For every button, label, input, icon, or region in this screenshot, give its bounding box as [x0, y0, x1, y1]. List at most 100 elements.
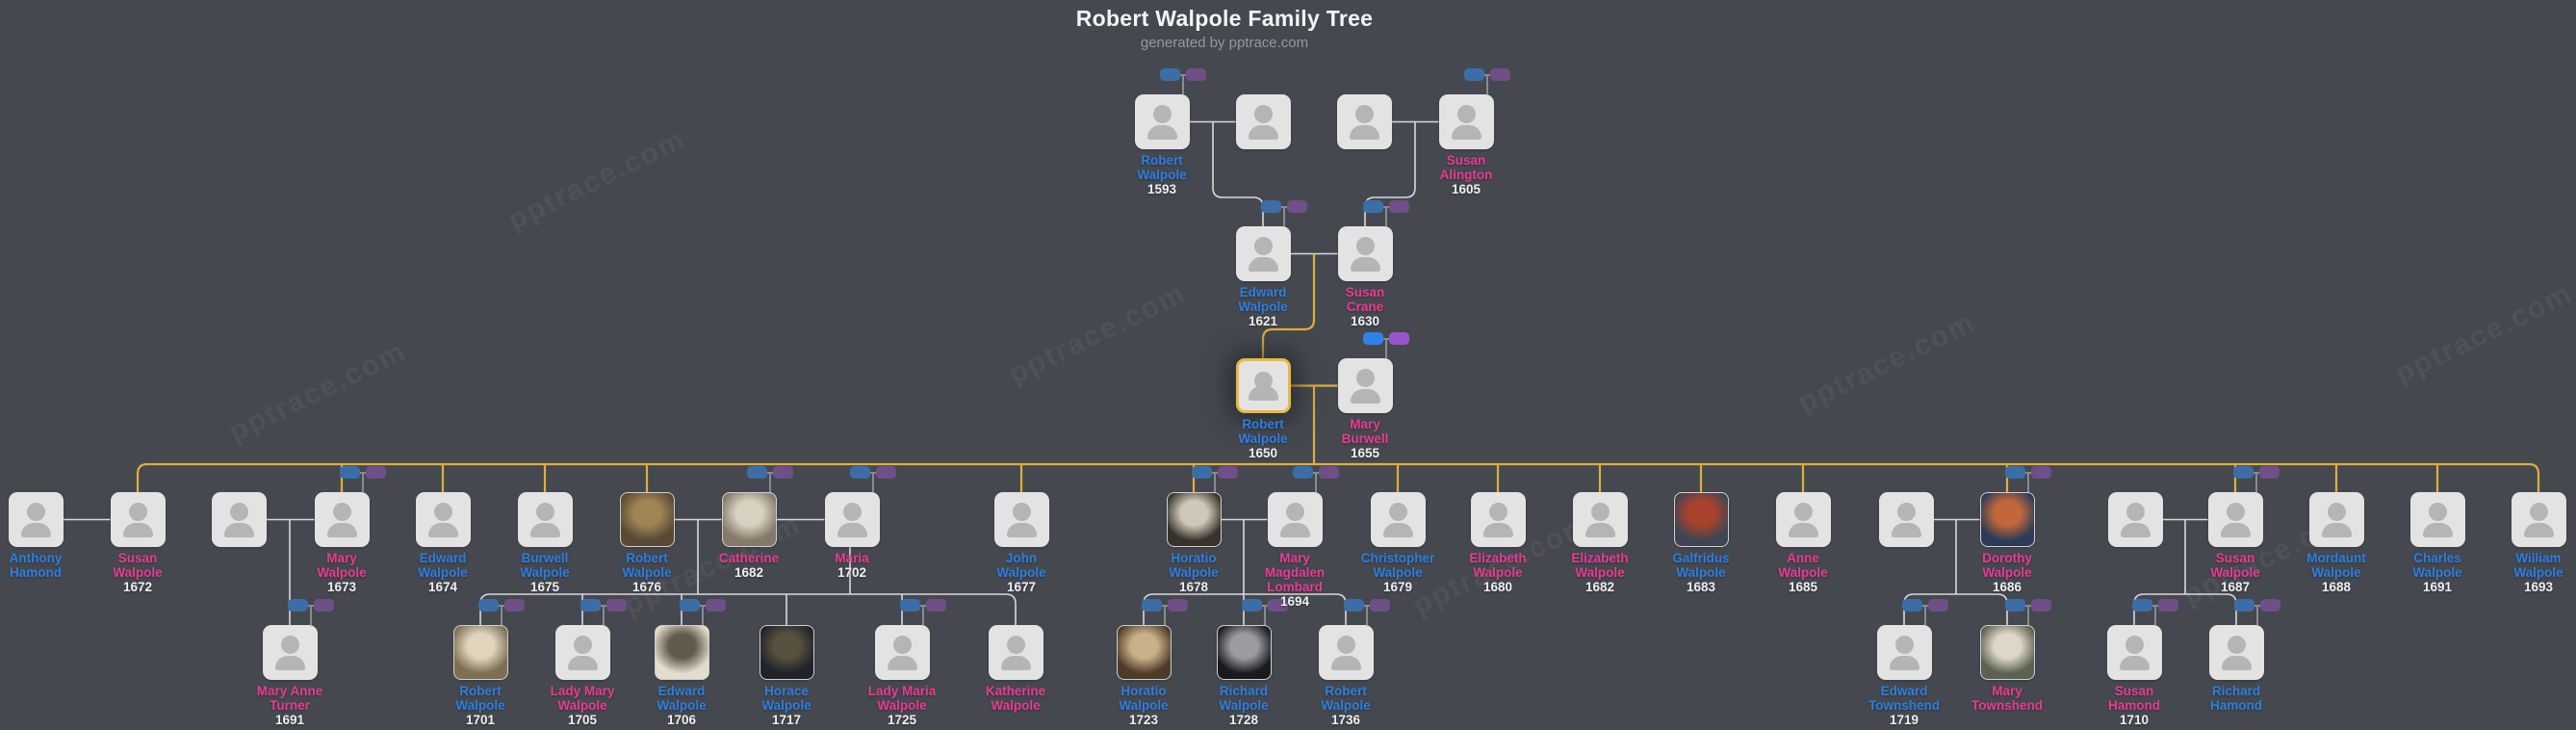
mother-pill-icon[interactable] [773, 466, 793, 479]
parents-toggle[interactable] [747, 466, 795, 492]
father-pill-icon[interactable] [2132, 599, 2152, 612]
person-card-unnamed-spouse-5[interactable] [2107, 492, 2163, 547]
person-card-unnamed-spouse-3[interactable] [211, 492, 267, 547]
person-card-maria[interactable] [824, 492, 880, 547]
person-card-edward-walpole-1621[interactable] [1235, 226, 1291, 281]
parents-toggle[interactable] [2005, 466, 2053, 492]
mother-pill-icon[interactable] [1370, 599, 1390, 612]
mother-pill-icon[interactable] [1168, 599, 1188, 612]
person-card-unnamed-spouse-1[interactable] [1235, 94, 1291, 149]
father-pill-icon[interactable] [1344, 599, 1364, 612]
person-card-lady-mary-walpole[interactable] [554, 625, 610, 680]
person-card-unnamed-spouse-2[interactable] [1336, 94, 1392, 149]
father-pill-icon[interactable] [1242, 599, 1262, 612]
parents-toggle[interactable] [478, 599, 527, 625]
person-card-horatio-walpole-1678[interactable] [1166, 492, 1222, 547]
person-card-galfridus-walpole-1683[interactable] [1673, 492, 1729, 547]
parents-toggle[interactable] [1160, 68, 1208, 94]
person-card-susan-crane[interactable] [1337, 226, 1393, 281]
person-card-susan-walpole-1687[interactable] [2207, 492, 2263, 547]
mother-pill-icon[interactable] [2158, 599, 2178, 612]
person-card-mary-townshend[interactable] [1979, 625, 2035, 680]
mother-pill-icon[interactable] [1389, 332, 1409, 345]
mother-pill-icon[interactable] [706, 599, 726, 612]
mother-pill-icon[interactable] [2260, 599, 2280, 612]
parents-toggle[interactable] [1363, 200, 1411, 226]
parents-toggle[interactable] [1192, 466, 1240, 492]
person-card-robert-walpole-1650[interactable] [1235, 358, 1291, 413]
mother-pill-icon[interactable] [2259, 466, 2280, 479]
person-card-mary-magdalen-lombard[interactable] [1267, 492, 1323, 547]
parents-toggle[interactable] [2005, 599, 2053, 625]
father-pill-icon[interactable] [900, 599, 920, 612]
father-pill-icon[interactable] [1363, 332, 1383, 345]
parents-toggle[interactable] [2234, 599, 2282, 625]
father-pill-icon[interactable] [2234, 599, 2254, 612]
parents-toggle[interactable] [1363, 332, 1411, 358]
person-card-mordaunt-walpole-1688[interactable] [2308, 492, 2364, 547]
parents-toggle[interactable] [850, 466, 898, 492]
person-card-robert-walpole-1593[interactable] [1134, 94, 1190, 149]
person-card-burwell-walpole-1675[interactable] [517, 492, 573, 547]
person-card-anne-walpole-1685[interactable] [1775, 492, 1831, 547]
person-card-edward-walpole-1674[interactable] [415, 492, 471, 547]
mother-pill-icon[interactable] [1928, 599, 1948, 612]
parents-toggle[interactable] [900, 599, 948, 625]
person-card-edward-townshend[interactable] [1876, 625, 1932, 680]
parents-toggle[interactable] [580, 599, 629, 625]
person-card-susan-alington[interactable] [1438, 94, 1494, 149]
mother-pill-icon[interactable] [1186, 68, 1206, 81]
parents-toggle[interactable] [2132, 599, 2180, 625]
father-pill-icon[interactable] [580, 599, 601, 612]
parents-toggle[interactable] [340, 466, 388, 492]
mother-pill-icon[interactable] [1218, 466, 1238, 479]
parents-toggle[interactable] [1464, 68, 1512, 94]
person-card-elizabeth-walpole-1680[interactable] [1470, 492, 1526, 547]
parents-toggle[interactable] [1293, 466, 1341, 492]
person-card-lady-maria-walpole[interactable] [874, 625, 930, 680]
father-pill-icon[interactable] [340, 466, 360, 479]
person-card-christopher-walpole-1679[interactable] [1370, 492, 1426, 547]
parents-toggle[interactable] [1261, 200, 1309, 226]
mother-pill-icon[interactable] [2031, 599, 2051, 612]
mother-pill-icon[interactable] [1490, 68, 1510, 81]
father-pill-icon[interactable] [680, 599, 700, 612]
person-card-catherine[interactable] [721, 492, 777, 547]
mother-pill-icon[interactable] [606, 599, 627, 612]
father-pill-icon[interactable] [1902, 599, 1922, 612]
father-pill-icon[interactable] [747, 466, 767, 479]
parents-toggle[interactable] [288, 599, 336, 625]
person-card-robert-walpole-1701[interactable] [452, 625, 508, 680]
father-pill-icon[interactable] [1363, 200, 1383, 213]
father-pill-icon[interactable] [1160, 68, 1180, 81]
person-card-richard-hamond[interactable] [2208, 625, 2264, 680]
person-card-susan-hamond[interactable] [2106, 625, 2162, 680]
father-pill-icon[interactable] [1261, 200, 1281, 213]
person-card-william-walpole-1693[interactable] [2511, 492, 2566, 547]
parents-toggle[interactable] [2233, 466, 2281, 492]
mother-pill-icon[interactable] [876, 466, 896, 479]
mother-pill-icon[interactable] [314, 599, 334, 612]
mother-pill-icon[interactable] [1268, 599, 1288, 612]
person-card-dorothy-walpole-1686[interactable] [1979, 492, 2035, 547]
father-pill-icon[interactable] [2233, 466, 2254, 479]
person-card-robert-walpole-1676[interactable] [619, 492, 675, 547]
person-card-edward-walpole-1706[interactable] [654, 625, 709, 680]
parents-toggle[interactable] [1142, 599, 1190, 625]
father-pill-icon[interactable] [1192, 466, 1212, 479]
parents-toggle[interactable] [1902, 599, 1950, 625]
mother-pill-icon[interactable] [1389, 200, 1409, 213]
person-card-richard-walpole-1728[interactable] [1216, 625, 1272, 680]
person-card-mary-walpole-1673[interactable] [314, 492, 370, 547]
mother-pill-icon[interactable] [1319, 466, 1339, 479]
person-card-mary-burwell[interactable] [1337, 358, 1393, 413]
person-card-susan-walpole-1672[interactable] [110, 492, 166, 547]
person-card-robert-walpole-1736[interactable] [1318, 625, 1374, 680]
person-card-horatio-walpole-1723[interactable] [1116, 625, 1172, 680]
father-pill-icon[interactable] [850, 466, 870, 479]
parents-toggle[interactable] [1242, 599, 1290, 625]
person-card-mary-anne-turner[interactable] [262, 625, 318, 680]
father-pill-icon[interactable] [478, 599, 499, 612]
father-pill-icon[interactable] [2005, 599, 2025, 612]
person-card-horace-walpole-1717[interactable] [759, 625, 814, 680]
